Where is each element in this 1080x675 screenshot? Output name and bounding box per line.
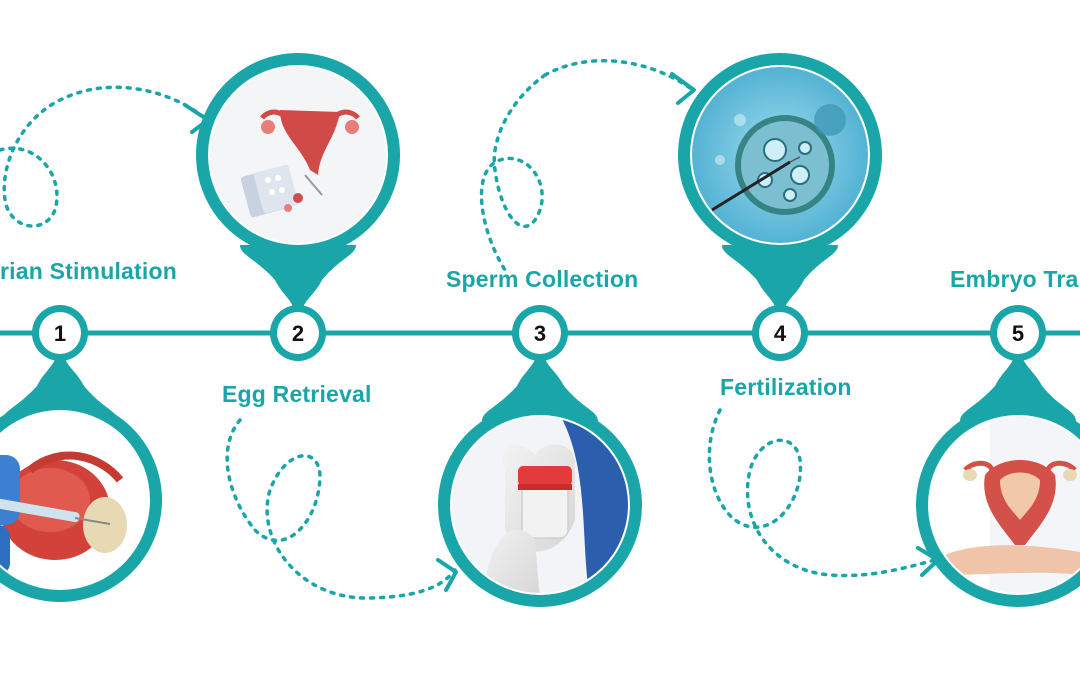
- arrow-4-to-5: [707, 408, 937, 578]
- step-number-3: 3: [534, 321, 546, 346]
- image-microscope-egg-injection: [692, 67, 868, 243]
- step-number-5: 5: [1012, 321, 1024, 346]
- arrow-3-to-4: [479, 58, 692, 272]
- step-number-2: 2: [292, 321, 304, 346]
- step-label-ovarian-stimulation: rian Stimulation: [0, 258, 177, 284]
- step-label-embryo-transfer: Embryo Tra: [950, 266, 1079, 292]
- image-injection-into-ovary-model: [0, 412, 148, 588]
- step-label-fertilization: Fertilization: [720, 374, 852, 400]
- step-number-1: 1: [54, 321, 66, 346]
- dashed-arrows: [0, 58, 937, 600]
- arrow-1-to-2: [0, 85, 207, 228]
- step-number-4: 4: [774, 321, 787, 346]
- arrow-head-2: [436, 558, 458, 592]
- step-label-sperm-collection: Sperm Collection: [446, 266, 639, 292]
- step-number-circles: [32, 305, 1046, 361]
- arrow-2-to-3: [225, 418, 457, 600]
- step-label-egg-retrieval: Egg Retrieval: [222, 381, 372, 407]
- step-numbers: 1 2 3 4 5: [54, 321, 1024, 346]
- image-uterus-and-pills-illustration: [210, 67, 386, 243]
- arrow-head-3: [670, 72, 696, 105]
